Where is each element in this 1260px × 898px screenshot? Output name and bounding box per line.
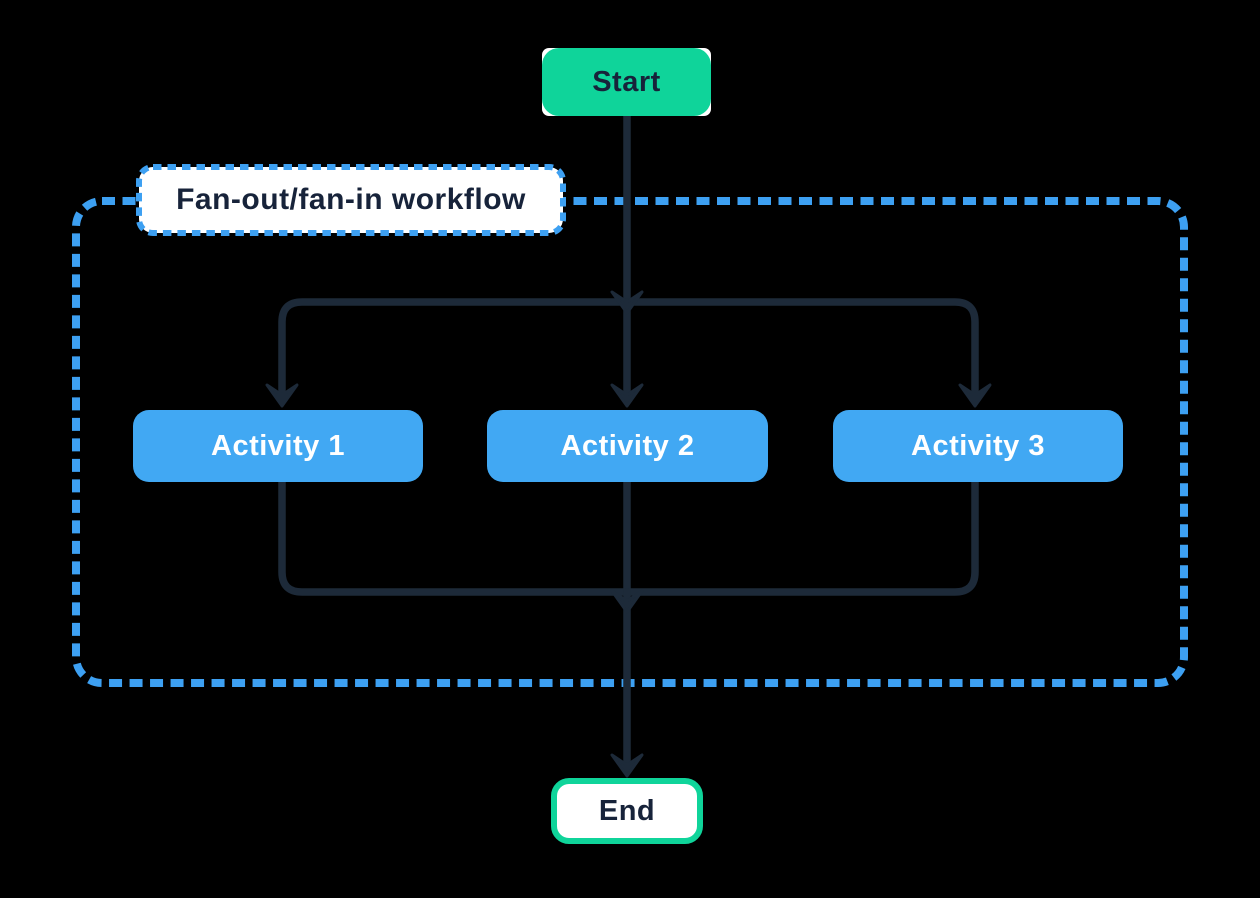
node-activity-3: Activity 3	[833, 410, 1123, 482]
node-start-label: Start	[592, 65, 661, 98]
edge-start-to-activity1	[278, 298, 631, 402]
arrowhead-into-activity2	[610, 383, 644, 408]
node-activity-2: Activity 2	[487, 410, 768, 482]
group-label-box-border	[136, 164, 566, 236]
arrowhead-into-activity1	[265, 383, 299, 408]
node-start-backing: Start	[542, 48, 711, 116]
group-label: Fan-out/fan-in workflow	[136, 164, 566, 236]
fanin-junction-chevron	[610, 589, 644, 614]
fanout-junction-chevron	[610, 290, 644, 315]
arrowhead-into-activity3	[958, 383, 992, 408]
node-end: End	[551, 778, 703, 844]
node-activity-1: Activity 1	[133, 410, 423, 482]
node-activity-1-label: Activity 1	[211, 429, 345, 462]
node-start: Start	[542, 48, 711, 116]
edge-activity3-to-end	[623, 478, 979, 596]
edge-start-to-activity3	[623, 298, 979, 402]
group-label-text: Fan-out/fan-in workflow	[176, 183, 526, 216]
arrowhead-into-end	[610, 753, 644, 778]
node-end-label: End	[598, 794, 656, 827]
node-activity-3-label: Activity 3	[911, 429, 1045, 462]
node-activity-2-label: Activity 2	[560, 429, 695, 462]
edge-activity1-to-end	[278, 478, 631, 596]
